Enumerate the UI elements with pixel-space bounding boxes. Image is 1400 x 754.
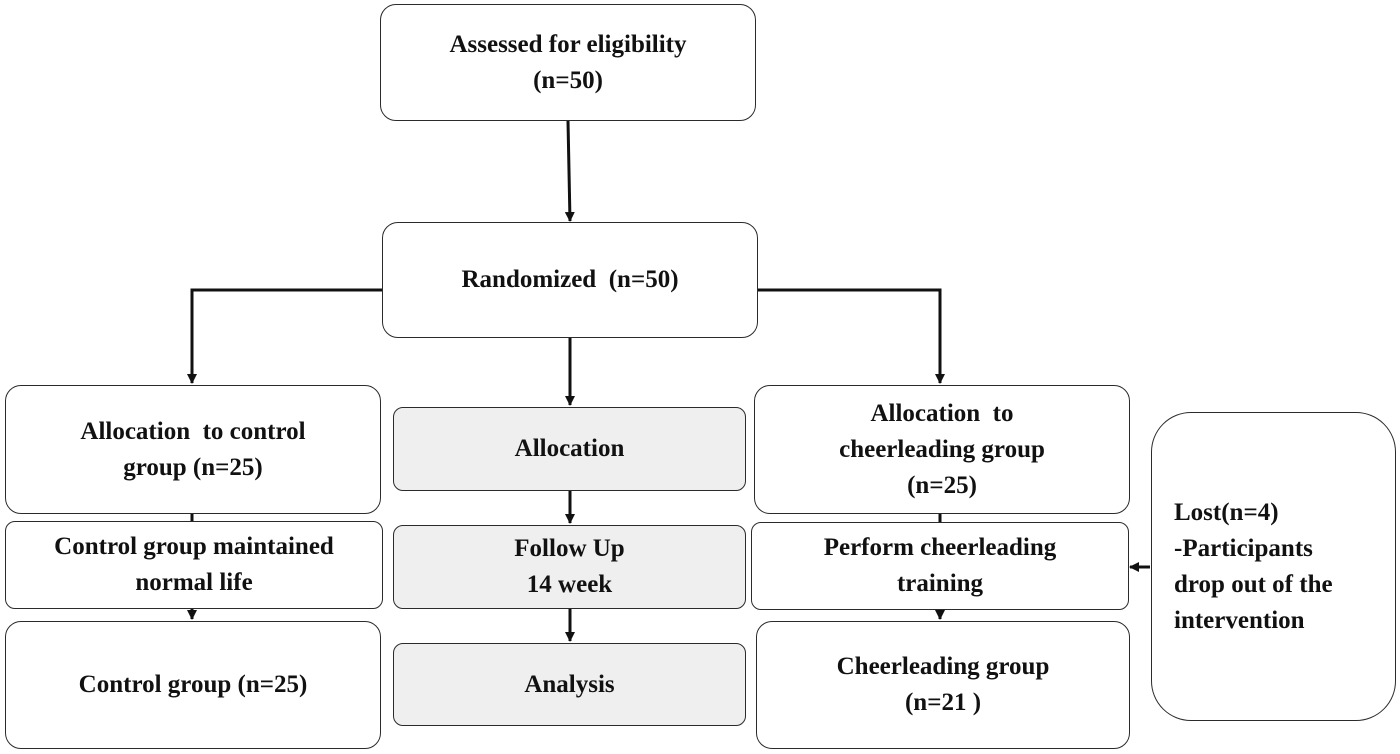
- perform-training-line-2: training: [896, 570, 984, 597]
- cheer-final-box: Cheerleading group (n=21 ): [756, 621, 1130, 749]
- perform-training-box: Perform cheerleading training: [751, 522, 1129, 610]
- randomized-box: Randomized (n=50): [382, 222, 758, 338]
- allocation-control-line-2: group (n=25): [123, 453, 263, 481]
- follow-up-stage-box: Follow Up 14 week: [393, 525, 746, 609]
- allocation-control-box: Allocation to control group (n=25): [5, 385, 381, 514]
- allocation-stage-line-1: Allocation: [514, 435, 625, 462]
- cheer-final-line-2: (n=21 ): [904, 689, 982, 716]
- randomized-line-1: Randomized (n=50): [461, 266, 679, 293]
- allocation-cheer-line-1: Allocation to: [870, 399, 1014, 427]
- control-final-line-1: Control group (n=25): [78, 671, 308, 698]
- allocation-stage-box: Allocation: [393, 407, 746, 491]
- lost-line-3: drop out of the: [1174, 570, 1333, 598]
- perform-training-line-1: Perform cheerleading: [823, 534, 1057, 561]
- lost-line-1: Lost(n=4): [1174, 498, 1279, 526]
- allocation-cheer-line-2: cheerleading group: [839, 435, 1045, 463]
- arrow-randomized-to-control-allocation: [187, 288, 382, 384]
- assessed-line-2: (n=50): [533, 66, 603, 94]
- lost-box: Lost(n=4) -Participants drop out of the …: [1151, 412, 1396, 721]
- control-maintained-line-2: normal life: [135, 569, 253, 596]
- control-maintained-box: Control group maintained normal life: [5, 521, 383, 609]
- assessed-box: Assessed for eligibility (n=50): [380, 4, 756, 121]
- follow-up-line-2: 14 week: [526, 571, 613, 598]
- analysis-stage-box: Analysis: [393, 643, 746, 726]
- assessed-line-1: Assessed for eligibility: [449, 30, 687, 58]
- allocation-cheer-box: Allocation to cheerleading group (n=25): [754, 385, 1130, 514]
- lost-line-4: intervention: [1174, 606, 1305, 634]
- lost-line-2: -Participants: [1174, 534, 1313, 562]
- follow-up-line-1: Follow Up: [514, 535, 625, 562]
- allocation-cheer-line-3: (n=25): [907, 471, 977, 499]
- cheer-final-line-1: Cheerleading group: [836, 653, 1050, 680]
- allocation-control-line-1: Allocation to control: [80, 417, 306, 445]
- arrow-randomized-to-cheer-allocation: [758, 288, 945, 384]
- control-maintained-line-1: Control group maintained: [54, 533, 334, 560]
- arrow-assessed-to-randomized: [564, 120, 575, 222]
- analysis-line-1: Analysis: [524, 670, 615, 698]
- control-final-box: Control group (n=25): [5, 621, 381, 749]
